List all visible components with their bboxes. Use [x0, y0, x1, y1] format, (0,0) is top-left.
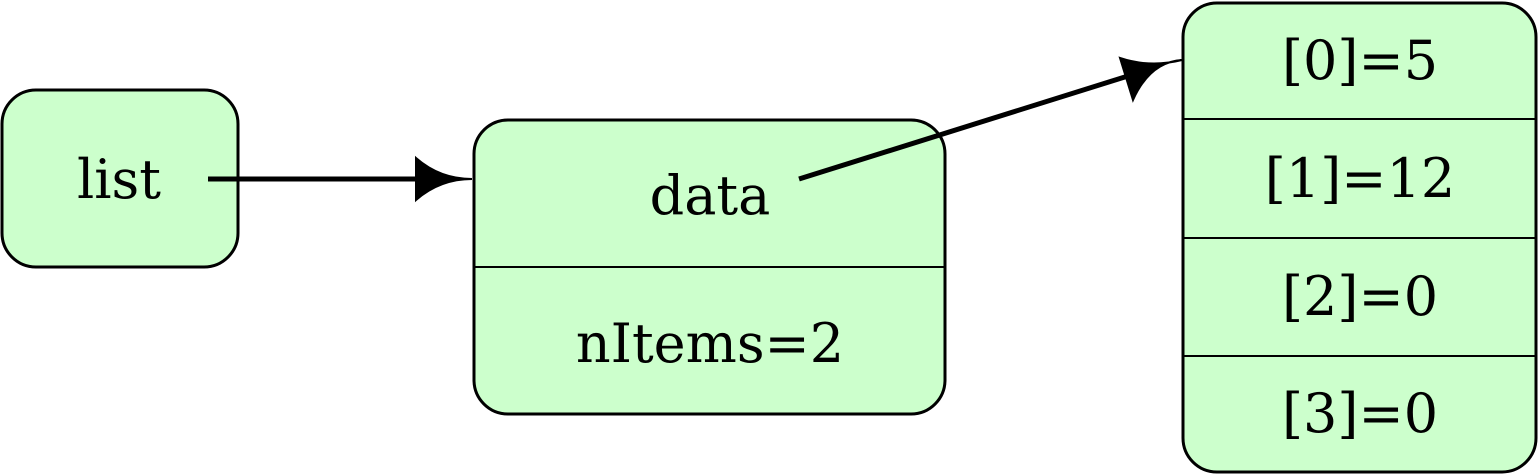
edge-list-to-struct: [208, 155, 473, 203]
edge-data-to-array: [798, 56, 1183, 182]
arrowhead-icon: [1118, 56, 1183, 103]
struct-field-data: data: [650, 164, 771, 227]
array-cell-1: [1]=12: [1265, 147, 1455, 210]
arrowhead-icon: [415, 155, 473, 203]
struct-node[interactable]: data nItems=2: [472, 118, 947, 416]
array-node[interactable]: [0]=5 [1]=12 [2]=0 [3]=0: [1181, 1, 1538, 474]
edge-line: [798, 73, 1129, 182]
array-cell-0: [0]=5: [1282, 29, 1438, 92]
array-cell-2: [2]=0: [1282, 265, 1438, 328]
struct-field-nitems: nItems=2: [576, 312, 844, 375]
list-node[interactable]: list: [0, 88, 240, 269]
array-cell-3: [3]=0: [1282, 382, 1438, 445]
list-node-label: list: [77, 148, 161, 211]
